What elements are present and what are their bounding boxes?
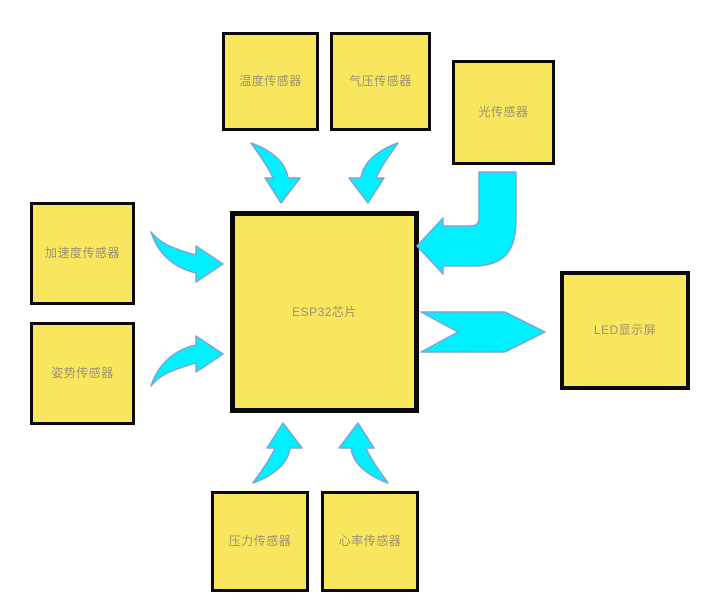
node-label: LED显示屏	[593, 323, 657, 338]
node-led-display: LED显示屏	[560, 271, 690, 390]
node-heart-rate-sensor: 心率传感器	[321, 491, 419, 592]
arrow-barometric-to-esp32-icon	[348, 142, 399, 204]
node-light-sensor: 光传感器	[452, 60, 555, 165]
node-label: 压力传感器	[228, 534, 292, 549]
arrow-heart-rate-to-esp32-icon	[338, 422, 389, 484]
arrow-accelerometer-to-esp32-icon	[150, 231, 224, 283]
arrow-posture-to-esp32-icon	[150, 335, 224, 387]
node-label: 温度传感器	[239, 74, 302, 89]
node-barometric-sensor: 气压传感器	[330, 32, 431, 131]
node-pressure-sensor: 压力传感器	[211, 491, 309, 592]
node-accelerometer-sensor: 加速度传感器	[30, 202, 135, 305]
node-label: 加速度传感器	[44, 246, 120, 261]
node-label: 光传感器	[478, 105, 529, 120]
node-posture-sensor: 姿势传感器	[30, 322, 135, 425]
node-label: 心率传感器	[338, 534, 402, 549]
arrow-esp32-to-led-icon	[420, 311, 546, 353]
node-esp32-chip: ESP32芯片	[230, 211, 419, 413]
node-label: 气压传感器	[349, 74, 412, 89]
node-temperature-sensor: 温度传感器	[222, 32, 319, 131]
arrow-light-to-esp32-icon	[416, 171, 517, 275]
node-label: ESP32芯片	[292, 304, 357, 319]
arrow-pressure-to-esp32-icon	[252, 422, 303, 484]
arrow-temperature-to-esp32-icon	[250, 142, 301, 204]
node-label: 姿势传感器	[51, 366, 114, 381]
